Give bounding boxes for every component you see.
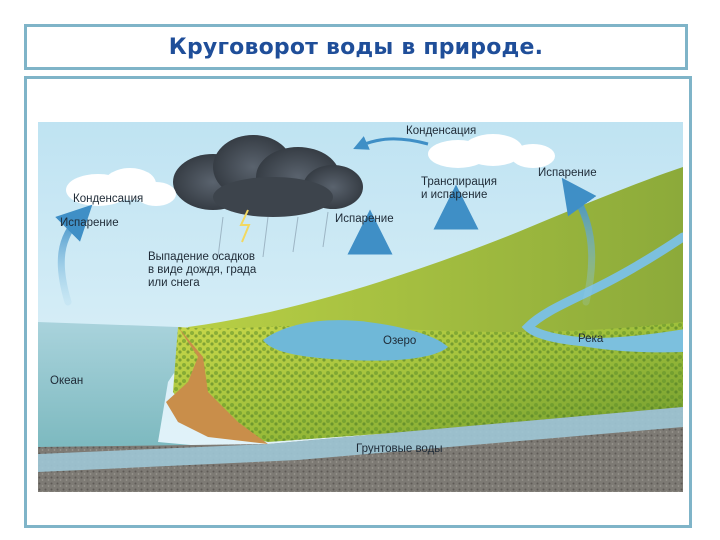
title-frame: Круговорот воды в природе. xyxy=(24,24,688,70)
evaporation-arrow-ocean xyxy=(55,204,93,306)
page-title: Круговорот воды в природе. xyxy=(168,34,544,60)
label-precipitation-1: Выпадение осадков xyxy=(148,251,255,263)
evaporation-arrow-right xyxy=(561,177,597,306)
label-evaporation-right: Испарение xyxy=(538,167,597,179)
cloud-top-right xyxy=(428,134,555,168)
coastal-cliff xyxy=(166,327,268,444)
lake xyxy=(263,320,448,361)
storm-cloud xyxy=(173,135,363,217)
rain xyxy=(217,211,329,258)
label-evaporation-middle: Испарение xyxy=(335,213,394,225)
condensation-arrow-top xyxy=(353,136,429,150)
label-precipitation-2: в виде дождя, града xyxy=(148,264,257,276)
groundwater-layer xyxy=(38,407,683,472)
label-ocean: Океан xyxy=(50,375,83,387)
lightning xyxy=(239,209,251,243)
label-evaporation-left: Испарение xyxy=(60,217,119,229)
label-transpiration-1: Транспирация xyxy=(421,176,497,188)
label-condensation-left: Конденсация xyxy=(73,193,143,205)
label-condensation-top: Конденсация xyxy=(406,125,476,137)
label-groundwater: Грунтовые воды xyxy=(356,443,443,455)
water-cycle-diagram: Конденсация Конденсация Испарение Выпаде… xyxy=(38,122,683,492)
river xyxy=(521,232,683,347)
label-river: Река xyxy=(578,333,604,345)
label-precipitation-3: или снега xyxy=(148,277,200,289)
label-transpiration-2: и испарение xyxy=(421,189,487,201)
label-lake: Озеро xyxy=(383,335,416,347)
cloud-left xyxy=(66,168,176,206)
